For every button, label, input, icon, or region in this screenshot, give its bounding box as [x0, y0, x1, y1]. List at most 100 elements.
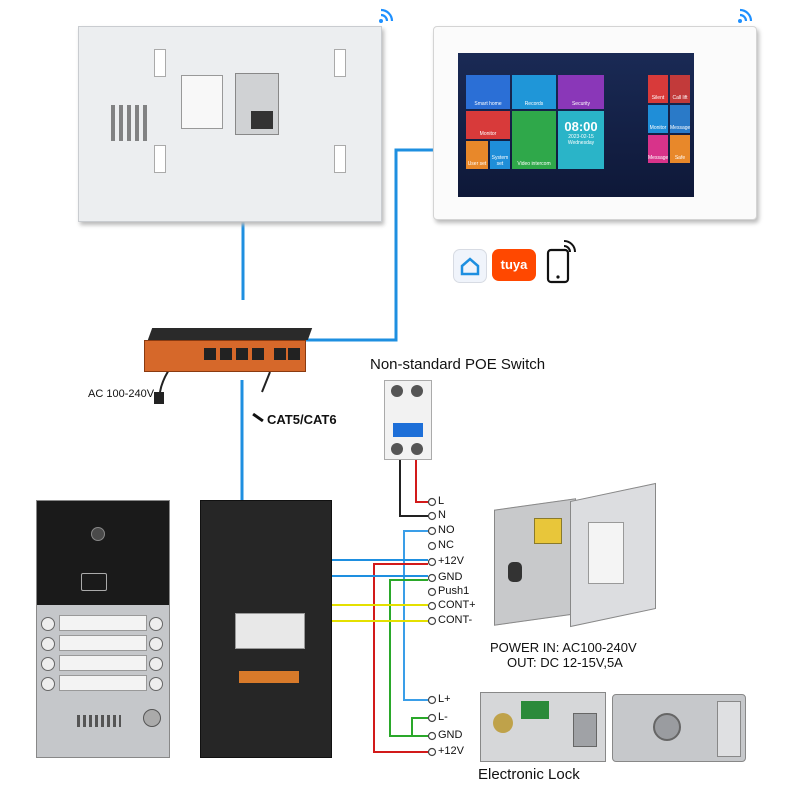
tile-monitor: Monitor — [466, 111, 510, 139]
cable-label: CAT5/CAT6 — [267, 412, 337, 427]
ac-input-label: AC 100-240V — [88, 388, 155, 400]
lock-cylinder — [653, 713, 681, 741]
tile-records: Records — [512, 75, 556, 109]
mount-slot — [154, 49, 166, 77]
lock-mechanism — [480, 692, 606, 762]
clock-day: Wednesday — [567, 140, 595, 146]
door-station-front — [36, 500, 170, 758]
terminal-L-minus: L- — [438, 711, 448, 723]
speaker-grille — [77, 715, 121, 727]
smart-home-app-icon — [453, 249, 487, 283]
side-tile-monitor: Monitor — [648, 105, 668, 133]
terminal-lock-12V: +12V — [438, 745, 464, 757]
clock-tile: 08:00 2023-02-15 Wednesday — [558, 111, 604, 169]
power-supply-out-label: OUT: DC 12-15V,5A — [507, 655, 623, 670]
phone-wifi-icon — [546, 240, 576, 284]
tile-system-set: System set — [490, 141, 510, 169]
breaker-terminal-screw — [411, 443, 423, 455]
call-button — [149, 657, 163, 671]
tile-smart-home: Smart home — [466, 75, 510, 109]
terminal-N: N — [438, 509, 446, 521]
ethernet-wire-screen-monitor — [290, 148, 433, 342]
speaker-grille — [111, 105, 151, 141]
mount-slot — [154, 145, 166, 173]
wifi-icon — [738, 8, 753, 23]
lock-title: Electronic Lock — [478, 766, 580, 783]
lock-side-plate — [717, 701, 741, 757]
terminal-12V: +12V — [438, 555, 464, 567]
rj45-port — [204, 348, 216, 360]
door-station-back — [200, 500, 332, 758]
switch-to-cat-pointer — [261, 371, 271, 393]
side-tile-call-lift: Call lift — [670, 75, 690, 103]
side-tile-safe: Safe — [670, 135, 690, 163]
breaker-toggle — [393, 423, 423, 437]
monitor-front: Smart home Records Security Monitor User… — [433, 26, 757, 220]
rj45-port — [288, 348, 300, 360]
door-station-head — [37, 501, 169, 605]
sticker-label — [181, 75, 223, 129]
name-plate — [59, 615, 147, 631]
switch-title: Non-standard POE Switch — [370, 356, 546, 373]
tile-security: Security — [558, 75, 604, 109]
rj45-port — [251, 111, 273, 129]
switch-top — [147, 328, 313, 340]
call-button — [41, 637, 55, 651]
mount-slot — [334, 145, 346, 173]
power-supply-in-label: POWER IN: AC100-240V — [490, 640, 637, 655]
call-button — [41, 677, 55, 691]
terminal-CONT-plus: CONT+ — [438, 599, 476, 611]
lock-circuit-board — [521, 701, 549, 719]
mount-slot — [334, 49, 346, 77]
exit-button — [143, 709, 161, 727]
terminal-Push1: Push1 — [438, 585, 470, 597]
rj45-port — [252, 348, 264, 360]
tuya-logo-text: tuya — [500, 257, 528, 272]
lock-housing — [612, 694, 746, 762]
name-plate — [59, 635, 147, 651]
terminal-NO: NO — [438, 524, 455, 536]
side-tile-message: Message — [648, 135, 668, 163]
power-supply-label — [588, 522, 624, 584]
power-supply-capacitor — [508, 562, 522, 582]
rfid-card-icon — [81, 573, 107, 591]
tuya-app-icon: tuya — [492, 249, 536, 281]
terminal-lock-GND: GND — [438, 729, 463, 741]
breaker-terminal-screw — [391, 385, 403, 397]
wire-GND-green — [389, 579, 428, 737]
rj45-port — [274, 348, 286, 360]
terminal-sticker — [235, 613, 305, 649]
name-plate — [59, 655, 147, 671]
name-plate — [59, 675, 147, 691]
lock-bolt — [573, 713, 597, 747]
rj45-port — [236, 348, 248, 360]
terminal-NC: NC — [438, 539, 454, 551]
breaker-terminal-screw — [411, 385, 423, 397]
side-tile-silent: Silent — [648, 75, 668, 103]
clock-time: 08:00 — [564, 119, 598, 134]
power-supply — [494, 482, 656, 638]
circuit-breaker — [384, 380, 432, 460]
monitor-back-panel — [78, 26, 382, 222]
terminal-CONT-minus: CONT- — [438, 614, 473, 626]
call-button — [41, 657, 55, 671]
terminal-L-plus: L+ — [438, 693, 451, 705]
breaker-wire-N — [399, 450, 428, 517]
wifi-icon — [379, 8, 394, 23]
clock-date: 2023-02-15 — [568, 134, 594, 140]
wire-12V-red — [373, 563, 428, 753]
tile-video-intercom: Video intercom — [512, 111, 556, 169]
terminal-connector — [239, 671, 299, 683]
monitor-screen: Smart home Records Security Monitor User… — [458, 53, 694, 197]
call-button — [149, 677, 163, 691]
power-plug — [154, 392, 164, 404]
side-tile-messages: Messages — [670, 105, 690, 133]
tile-user-set: User set — [466, 141, 488, 169]
breaker-terminal-screw — [391, 443, 403, 455]
call-button — [149, 617, 163, 631]
poe-switch — [144, 328, 313, 372]
camera-lens — [91, 527, 105, 541]
wire-NO-to-lock — [403, 530, 428, 701]
rj45-port — [220, 348, 232, 360]
